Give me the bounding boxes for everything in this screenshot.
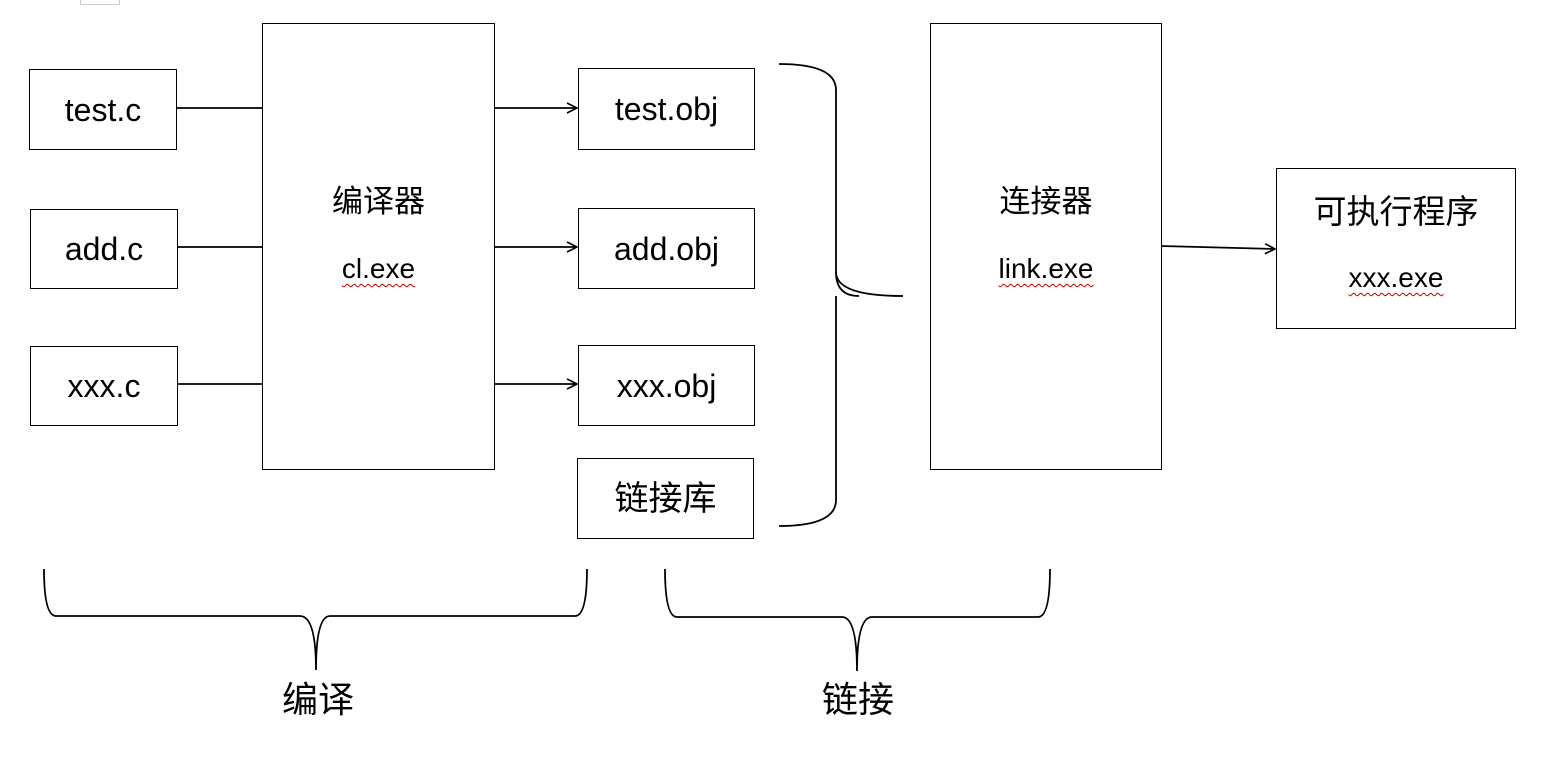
executable-exe: xxx.exe [1348,262,1444,293]
source-file-label: add.c [64,231,144,267]
compiler-exe: cl.exe [341,253,416,284]
object-file-label: test.obj [614,91,719,127]
arrow-linker-to-executable [1160,246,1275,249]
source-file-test-c: test.c [29,69,177,150]
link-library-box: 链接库 [577,458,754,539]
page-corner-mark [80,0,120,5]
linker-box: 连接器 link.exe [930,23,1162,470]
object-file-test-obj: test.obj [578,68,755,150]
link-brace [664,568,1051,672]
compile-phase-label: 编译 [281,680,355,721]
executable-box: 可执行程序 xxx.exe [1276,168,1516,329]
source-file-label: xxx.c [67,368,141,404]
object-file-label: xxx.obj [616,367,717,404]
compiler-title: 编译器 [332,184,425,220]
link-library-label: 链接库 [614,478,717,519]
object-file-label: add.obj [614,230,719,267]
linker-exe: link.exe [998,253,1094,284]
right-curly-brace [778,63,904,527]
source-file-label: test.c [64,91,142,128]
source-file-add-c: add.c [30,209,178,289]
object-file-xxx-obj: xxx.obj [578,345,755,426]
compiler-box: 编译器 cl.exe [262,23,495,470]
link-phase-label: 链接 [821,680,895,721]
linker-title: 连接器 [999,184,1093,220]
executable-title: 可执行程序 [1313,192,1479,231]
compile-brace [43,568,588,671]
source-file-xxx-c: xxx.c [30,346,178,426]
object-file-add-obj: add.obj [578,208,755,289]
